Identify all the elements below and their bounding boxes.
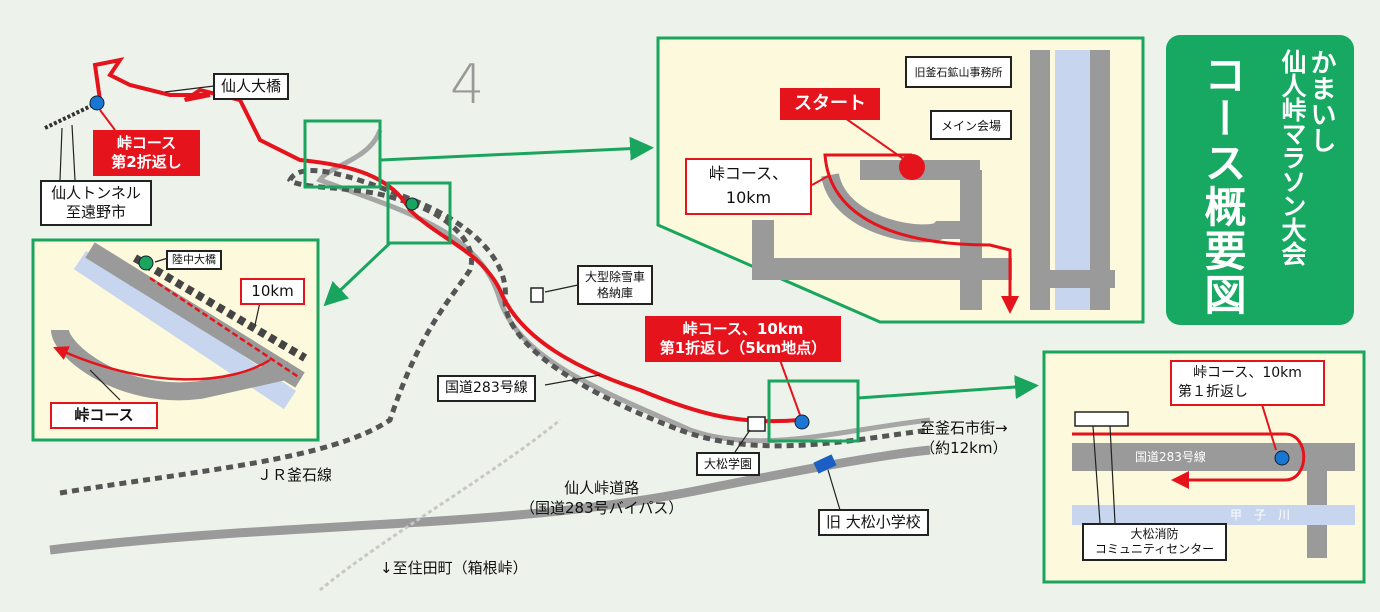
highlight-start bbox=[303, 119, 382, 189]
inset-start-course bbox=[823, 153, 1019, 314]
title-main: コース概要図 bbox=[1198, 53, 1247, 317]
tunnel-line2: 至遠野市 bbox=[65, 203, 126, 221]
course-route bbox=[92, 57, 801, 424]
inset-turn-marker bbox=[1274, 450, 1290, 466]
bridge-marker bbox=[405, 197, 419, 211]
turn2-marker bbox=[89, 95, 105, 111]
turn2-line1: 峠コース bbox=[116, 134, 177, 152]
inset-course-line1: 峠コース、 bbox=[708, 164, 789, 183]
label-10km: 10km bbox=[240, 278, 305, 305]
label-bypass: 仙人峠道路 （国道283号バイパス） bbox=[520, 478, 683, 518]
inset-bridge-marker bbox=[138, 255, 154, 271]
label-jr-line: ＪＲ釜石線 bbox=[257, 466, 333, 484]
snow-line2: 格納庫 bbox=[597, 286, 634, 300]
label-to-kamaishi: 至釜石市街→ （約12km） bbox=[920, 418, 1008, 458]
label-river: 甲 子 川 bbox=[1230, 508, 1291, 522]
label-main-venue: メイン会場 bbox=[930, 110, 1012, 140]
turn1-line2: 第1折返し（5km地点） bbox=[659, 339, 827, 357]
label-inset-course: 峠コース、 10km bbox=[685, 158, 812, 215]
turn2-line2: 第2折返し bbox=[111, 153, 182, 171]
title-line2: 仙人峠マラソン大会 bbox=[1278, 49, 1307, 265]
to-kamaishi-line2: （約12km） bbox=[920, 439, 1008, 457]
label-inset-road: 国道283号線 bbox=[1135, 450, 1206, 464]
label-sennin-bridge: 仙人大橋 bbox=[213, 73, 290, 100]
title-panel: かまいし 仙人峠マラソン大会 コース概要図 bbox=[1166, 35, 1354, 325]
to-kamaishi-line1: 至釜石市街→ bbox=[920, 419, 1008, 437]
label-office: 旧釜石鉱山事務所 bbox=[905, 56, 1012, 88]
fire-line1: 大松消防 bbox=[1130, 527, 1179, 541]
inset-course-line2: 10km bbox=[725, 188, 772, 207]
label-start: スタート bbox=[780, 88, 880, 120]
tunnel-line bbox=[44, 102, 96, 130]
label-inset-turn: 峠コース、10km 第１折返し bbox=[1170, 360, 1325, 406]
bypass-road bbox=[49, 445, 931, 555]
title-line1: かまいし bbox=[1306, 49, 1336, 153]
label-old-school: 旧 大松小学校 bbox=[818, 509, 929, 536]
inset-turn-line1: 峠コース、10km bbox=[1193, 365, 1302, 381]
label-route-283: 国道283号線 bbox=[437, 375, 536, 402]
start-marker bbox=[899, 154, 925, 180]
road-to-sumita bbox=[319, 418, 561, 592]
highlight-bridge bbox=[386, 181, 452, 245]
label-to-sumita: ↓至住田町（箱根峠） bbox=[380, 559, 528, 577]
fire-station-icon bbox=[1074, 411, 1129, 427]
label-snow-garage: 大型除雪車格納庫 bbox=[577, 265, 654, 305]
snow-garage-icon bbox=[530, 287, 544, 303]
route-number-4: 4 bbox=[450, 53, 485, 116]
jr-kamaishi-line bbox=[59, 168, 931, 496]
label-tunnel: 仙人トンネル至遠野市 bbox=[40, 180, 152, 226]
label-rikuchu-bridge: 陸中大橋 bbox=[166, 250, 222, 270]
label-inset-course-name: 峠コース bbox=[50, 402, 158, 429]
inset-turn-line2: 第１折返し bbox=[1178, 384, 1248, 400]
label-turn2: 峠コース第2折返し bbox=[93, 130, 200, 176]
label-fire-station: 大松消防コミュニティセンター bbox=[1082, 523, 1227, 561]
snow-line1: 大型除雪車 bbox=[585, 270, 646, 284]
label-omatsu-gakuen: 大松学園 bbox=[696, 452, 761, 476]
bypass-line1: 仙人峠道路 bbox=[564, 479, 640, 497]
bypass-line2: （国道283号バイパス） bbox=[520, 499, 684, 517]
tunnel-line1: 仙人トンネル bbox=[51, 184, 141, 202]
gakuen-icon bbox=[747, 416, 766, 432]
turn1-marker bbox=[794, 414, 810, 430]
old-school-building bbox=[813, 454, 837, 474]
fire-line2: コミュニティセンター bbox=[1094, 542, 1215, 556]
turn1-line1: 峠コース、10km bbox=[682, 320, 804, 338]
highlight-turn1 bbox=[767, 379, 860, 443]
